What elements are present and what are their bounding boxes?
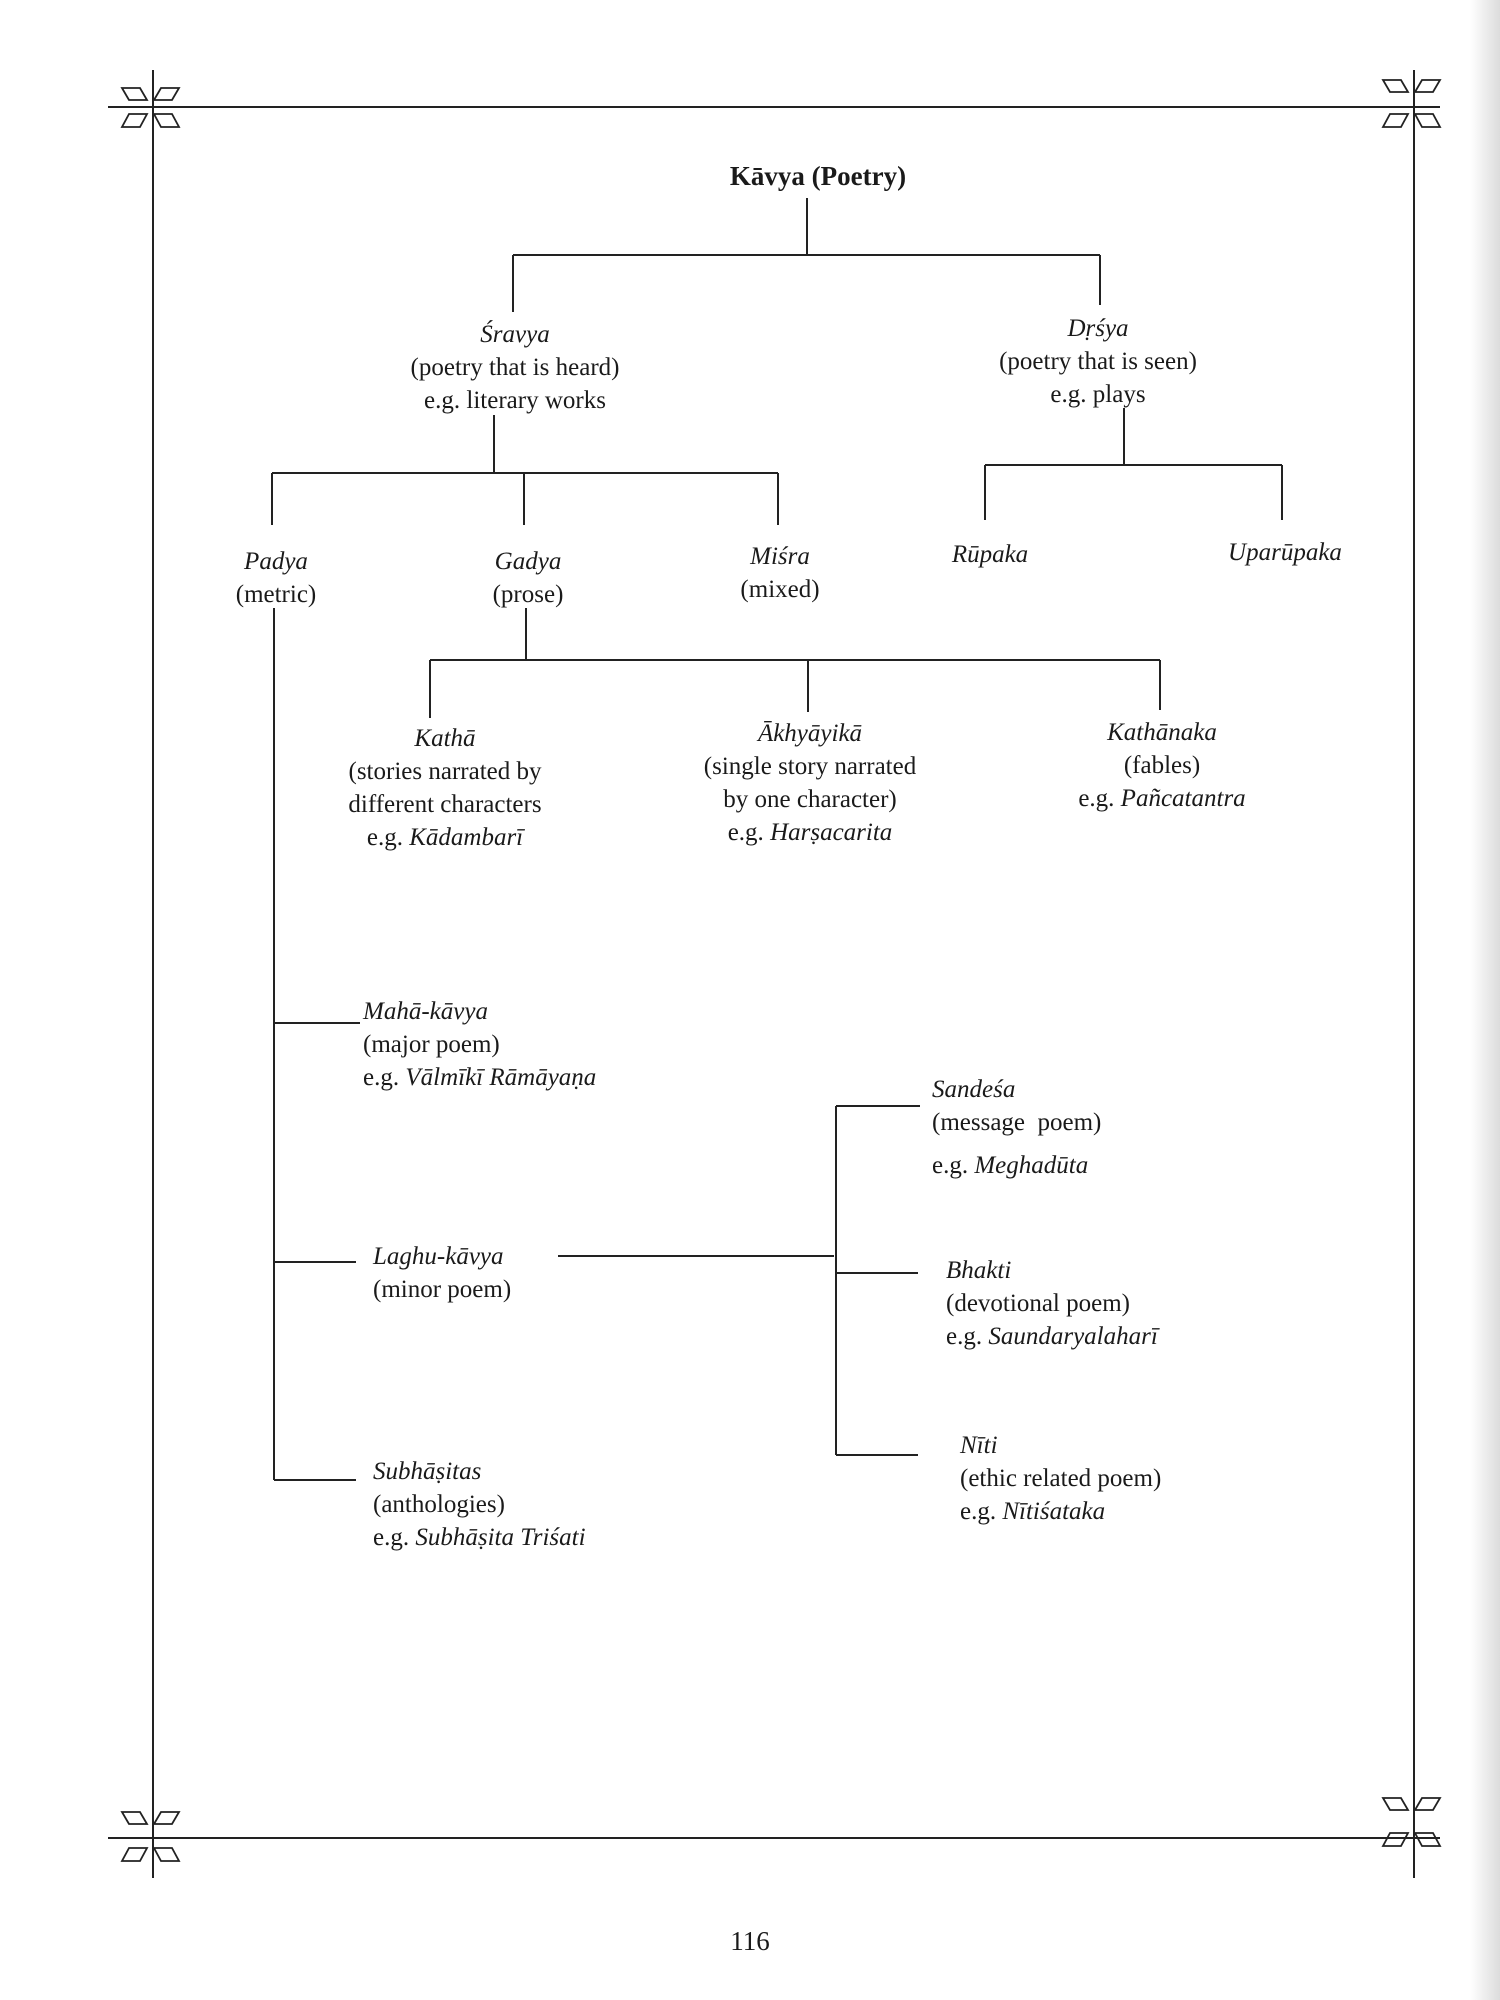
- node-desc: (stories narrated by: [348, 758, 542, 785]
- node-mahakavya: Mahā-kāvya (major poem) e.g. Vālmīkī Rām…: [363, 995, 596, 1094]
- node-subhasitas: Subhāṣitas (anthologies) e.g. Subhāṣita …: [373, 1455, 586, 1554]
- node-name: Gadya: [494, 548, 562, 575]
- node-desc: (metric): [235, 581, 317, 608]
- node-name: Dṛśya: [1067, 315, 1129, 342]
- node-example: e.g. Nītiśataka: [960, 1495, 1161, 1528]
- page-border: [108, 70, 1440, 1878]
- node-padya: Padya (metric): [236, 545, 317, 611]
- example-work: Kādambarī: [409, 824, 524, 851]
- node-name: Miśra: [750, 543, 810, 570]
- node-bhakti: Bhakti (devotional poem) e.g. Saundaryal…: [946, 1254, 1158, 1353]
- node-niti: Nīti (ethic related poem) e.g. Nītiśatak…: [960, 1429, 1161, 1528]
- node-example: e.g. Saundaryalaharī: [946, 1320, 1158, 1353]
- node-name: Subhāṣitas: [373, 1458, 482, 1485]
- example-work: Saundaryalaharī: [988, 1323, 1158, 1350]
- example-prefix: e.g.: [363, 1064, 400, 1091]
- node-uparupaka: Uparūpaka: [1228, 536, 1342, 569]
- node-example: e.g. Vālmīkī Rāmāyaṇa: [363, 1061, 596, 1094]
- node-drsya: Dṛśya (poetry that is seen) e.g. plays: [999, 312, 1197, 411]
- example-prefix: e.g.: [727, 819, 764, 846]
- node-example: e.g. Kādambarī: [348, 821, 541, 854]
- example-work: Pañcatantra: [1120, 785, 1246, 812]
- node-sravya: Śravya (poetry that is heard) e.g. liter…: [411, 318, 620, 417]
- node-example: e.g. Harṣacarita: [704, 816, 916, 849]
- corner-ornament-icon: [120, 1811, 181, 1862]
- node-name: Mahā-kāvya: [363, 998, 488, 1025]
- node-desc: (prose): [492, 581, 564, 608]
- node-desc: (major poem): [363, 1031, 500, 1058]
- example-work: Nītiśataka: [1002, 1498, 1106, 1525]
- node-name: Kathā: [414, 725, 476, 752]
- example-prefix: e.g.: [1078, 785, 1115, 812]
- node-kathanaka: Kathānaka (fables) e.g. Pañcatantra: [1078, 716, 1245, 815]
- node-name: Ākhyāyikā: [757, 720, 863, 747]
- node-desc: (single story narrated: [703, 753, 917, 780]
- example-prefix: e.g.: [373, 1524, 410, 1551]
- example-work: Subhāṣita Triśati: [415, 1524, 586, 1551]
- node-name: Uparūpaka: [1228, 539, 1342, 566]
- node-kavya: Kāvya (Poetry): [730, 160, 906, 193]
- node-desc: (devotional poem): [946, 1290, 1130, 1317]
- node-name: Nīti: [960, 1432, 998, 1459]
- node-desc: by one character): [723, 786, 897, 813]
- node-example: e.g. Subhāṣita Triśati: [373, 1521, 586, 1554]
- node-desc: (poetry that is heard): [410, 354, 620, 381]
- example-work: Harṣacarita: [770, 819, 893, 846]
- node-desc: (minor poem): [373, 1276, 512, 1303]
- node-laghukavya: Laghu-kāvya (minor poem): [373, 1240, 511, 1306]
- node-katha: Kathā (stories narrated by different cha…: [348, 722, 541, 854]
- node-name: Laghu-kāvya: [373, 1243, 504, 1270]
- node-example: e.g. Pañcatantra: [1078, 782, 1245, 815]
- node-rupaka: Rūpaka: [952, 538, 1028, 571]
- example-work: Meghadūta: [974, 1152, 1089, 1179]
- node-name: Sandeśa: [932, 1076, 1016, 1103]
- corner-ornament-icon: [1381, 1797, 1442, 1847]
- node-akhyayika: Ākhyāyikā (single story narrated by one …: [704, 717, 916, 849]
- node-example: e.g. plays: [1050, 381, 1146, 408]
- example-prefix: e.g.: [946, 1323, 983, 1350]
- example-prefix: e.g.: [366, 824, 403, 851]
- node-name: Bhakti: [946, 1257, 1012, 1284]
- node-name: Kathānaka: [1107, 719, 1217, 746]
- node-desc: (mixed): [740, 576, 820, 603]
- page-number: 116: [730, 1926, 770, 1956]
- node-name: Rūpaka: [951, 541, 1029, 568]
- node-misra: Miśra (mixed): [740, 540, 819, 606]
- node-desc: (fables): [1123, 752, 1201, 779]
- node-label: Kāvya (Poetry): [729, 161, 907, 191]
- node-desc: (message poem): [932, 1109, 1102, 1136]
- node-gadya: Gadya (prose): [493, 545, 564, 611]
- node-desc: (anthologies): [373, 1491, 505, 1518]
- node-name: Padya: [244, 548, 308, 575]
- node-desc: (poetry that is seen): [999, 348, 1197, 375]
- example-prefix: e.g.: [932, 1152, 969, 1179]
- node-name: Śravya: [480, 321, 550, 348]
- node-example: e.g. literary works: [424, 387, 606, 414]
- example-prefix: e.g.: [960, 1498, 997, 1525]
- example-work: Vālmīkī Rāmāyaṇa: [405, 1064, 597, 1091]
- node-desc: (ethic related poem): [960, 1465, 1162, 1492]
- node-desc: different characters: [348, 791, 542, 818]
- node-example: e.g. Meghadūta: [932, 1149, 1101, 1182]
- corner-ornament-icon: [1381, 79, 1442, 128]
- corner-ornament-icon: [120, 87, 181, 128]
- node-sandesa: Sandeśa (message poem) e.g. Meghadūta: [932, 1073, 1101, 1182]
